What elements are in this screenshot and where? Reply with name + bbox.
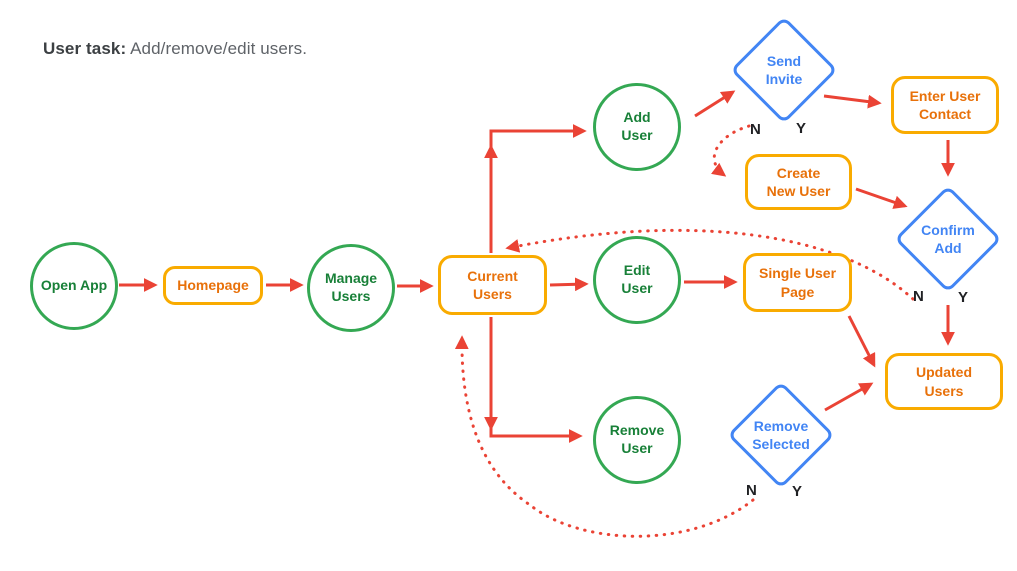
node-updated-users: Updated Users bbox=[885, 353, 1003, 410]
node-manage-users: Manage Users bbox=[307, 244, 395, 332]
node-single-user-page: Single User Page bbox=[743, 253, 852, 312]
node-current-users-label-line2: Users bbox=[473, 286, 512, 302]
node-confirm-add: Confirm Add bbox=[898, 222, 998, 258]
node-remove-user-label-line1: Remove bbox=[609, 422, 665, 439]
node-homepage-label: Homepage bbox=[177, 277, 249, 294]
node-add-user: Add User bbox=[593, 83, 681, 171]
node-edit-user-label-line1: Edit bbox=[623, 262, 651, 279]
dotted-send-invite-no-to-create-new-user bbox=[711, 124, 751, 177]
node-send-invite-label-line1: Send bbox=[766, 53, 802, 69]
page-title: User task: Add/remove/edit users. bbox=[43, 39, 307, 59]
node-remove-user-label-line2: User bbox=[621, 440, 653, 456]
arrow-add-user-to-send-invite bbox=[694, 90, 736, 118]
node-send-invite: Send Invite bbox=[734, 53, 834, 89]
node-create-new-user-label-line1: Create bbox=[776, 164, 821, 181]
node-open-app: Open App bbox=[30, 242, 118, 330]
arrow-remove-selected-to-updated-users bbox=[824, 382, 874, 412]
node-remove-user: Remove User bbox=[593, 396, 681, 484]
node-current-users-label-line1: Current bbox=[467, 267, 518, 284]
node-enter-user-contact-label-line1: Enter User bbox=[909, 87, 981, 104]
node-confirm-add-label-line1: Confirm bbox=[921, 222, 975, 238]
node-single-user-page-label-line2: Page bbox=[780, 283, 815, 300]
arrow-send-invite-to-enter-user-contact bbox=[823, 94, 882, 109]
dotted-confirm-add-no-to-current-users bbox=[505, 228, 915, 301]
arrow-current-users-to-edit-user bbox=[549, 277, 589, 292]
node-confirm-add-label-line2: Add bbox=[934, 239, 962, 256]
confirm-add-yes-label: Y bbox=[958, 289, 969, 306]
node-homepage: Homepage bbox=[163, 266, 263, 305]
node-enter-user-contact: Enter User Contact bbox=[891, 76, 999, 134]
node-enter-user-contact-label-line2: Contact bbox=[918, 106, 972, 122]
remove-selected-no-label: N bbox=[746, 482, 757, 499]
node-remove-selected-label-line1: Remove bbox=[753, 418, 809, 434]
send-invite-no-label: N bbox=[750, 121, 761, 138]
arrow-current-users-down-to-remove-user bbox=[489, 317, 583, 443]
node-send-invite-label-line2: Invite bbox=[765, 70, 803, 87]
node-manage-users-label-line2: Users bbox=[331, 288, 371, 304]
send-invite-yes-label: Y bbox=[796, 120, 807, 137]
node-create-new-user: Create New User bbox=[745, 154, 852, 210]
node-remove-selected: Remove Selected bbox=[731, 418, 831, 454]
node-create-new-user-label-line2: New User bbox=[766, 183, 831, 199]
node-add-user-label-line1: Add bbox=[623, 109, 651, 126]
node-remove-selected-label-line2: Selected bbox=[752, 435, 810, 452]
page-title-text: Add/remove/edit users. bbox=[126, 39, 308, 58]
node-updated-users-label-line2: Users bbox=[924, 382, 964, 399]
node-manage-users-label-line1: Manage bbox=[324, 270, 378, 287]
node-edit-user: Edit User bbox=[593, 236, 681, 324]
node-current-users: Current Users bbox=[438, 255, 547, 315]
arrow-create-new-user-to-confirm-add bbox=[855, 187, 908, 209]
arrow-current-users-up-to-add-user bbox=[489, 124, 587, 253]
dotted-remove-selected-no-to-current-users bbox=[454, 335, 755, 538]
node-updated-users-label-line1: Updated bbox=[916, 364, 972, 381]
page-title-prefix: User task: bbox=[43, 39, 127, 58]
node-add-user-label-line2: User bbox=[621, 127, 653, 143]
node-edit-user-label-line2: User bbox=[621, 280, 653, 296]
remove-selected-yes-label: Y bbox=[792, 483, 803, 500]
node-open-app-label: Open App bbox=[40, 277, 108, 294]
node-single-user-page-label-line1: Single User bbox=[758, 265, 837, 282]
arrow-single-user-page-to-updated-users bbox=[847, 315, 876, 368]
confirm-add-no-label: N bbox=[913, 288, 924, 305]
